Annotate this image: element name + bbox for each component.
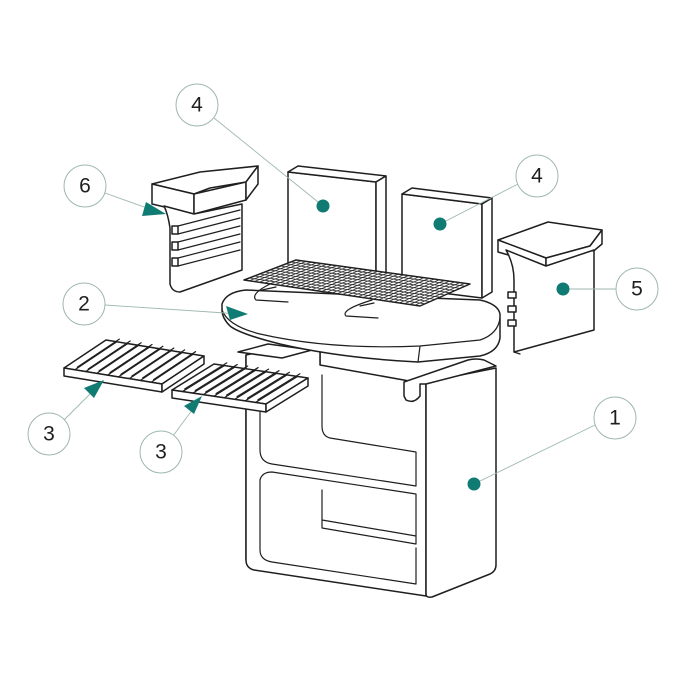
callout-bubble-4b [515,154,559,198]
part-ash-grate-left [63,338,205,393]
callout-label-3b: 3 [155,441,167,464]
callout-bubble-3a [27,412,71,456]
callout-label-6: 6 [79,175,91,198]
callout-bubble-2 [62,282,106,326]
callout-bubble-5 [615,267,659,311]
callout-arrow-3b [184,396,202,414]
part-grill-grate [243,259,471,319]
callout-dot-4b [433,217,447,231]
callout-label-2: 2 [78,293,90,316]
callout-dot-1 [467,477,481,491]
callout-arrow-3a [84,380,104,398]
part-side-block-left [151,165,259,293]
callout-bubble-6 [63,164,107,208]
part-base [237,337,497,598]
callout-dot-4a [316,199,330,213]
part-back-panel-right [401,187,493,299]
callout-label-1: 1 [609,407,621,430]
callout-arrow-6 [142,202,166,216]
part-plate [221,289,501,363]
callouts: 1 2 3 3 4 4 5 6 [27,83,659,491]
callout-bubble-3b [139,430,183,474]
callout-label-5: 5 [631,278,643,301]
callout-label-4a: 4 [191,94,203,117]
callout-arrow-2 [226,306,248,320]
part-ash-grate-right [171,362,309,413]
callout-bubble-4a [175,83,219,127]
callout-dot-5 [556,282,570,296]
callout-bubble-1 [593,396,637,440]
callout-label-3a: 3 [43,423,55,446]
callout-label-4b: 4 [531,165,543,188]
part-side-block-right [497,221,603,355]
